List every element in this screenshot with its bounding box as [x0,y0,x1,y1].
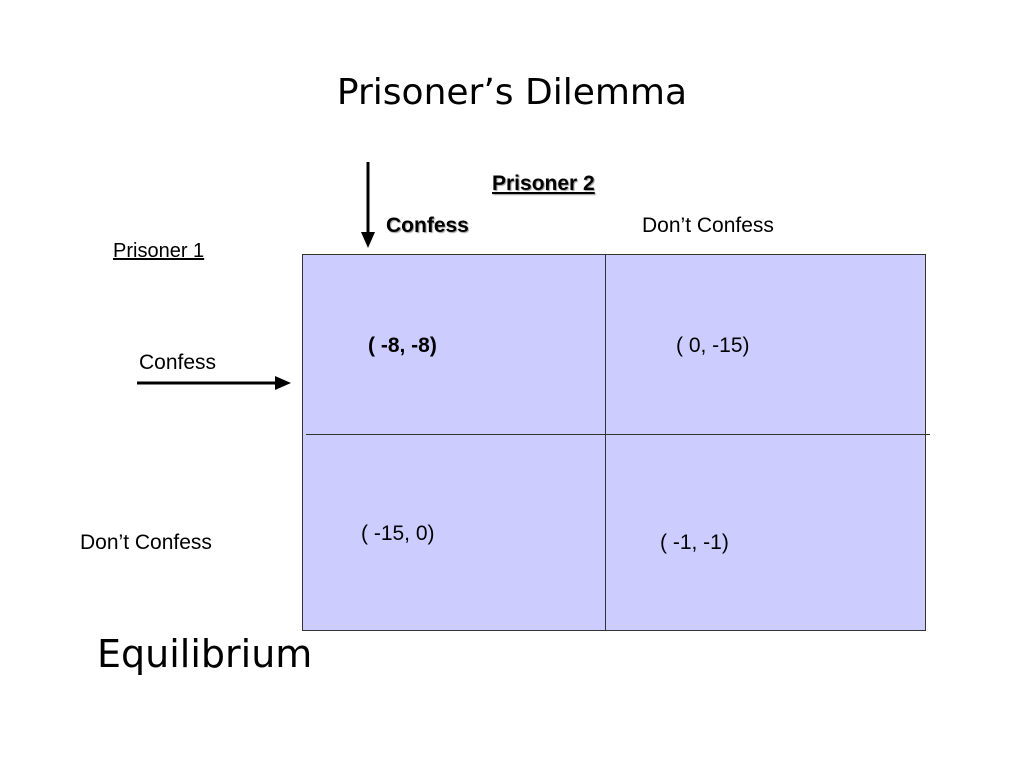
row-label-dont-confess: Don’t Confess [80,531,212,554]
payoff-cell-dont-confess-dont-confess: ( -1, -1) [660,531,729,554]
row-arrow-right-icon [137,376,291,390]
column-player-label: Prisoner 2 [492,172,595,195]
column-label-confess: Confess [386,214,469,237]
payoff-cell-confess-confess: ( -8, -8) [368,334,437,357]
matrix-horizontal-divider [306,434,930,435]
row-player-label: Prisoner 1 [113,240,205,262]
slide-title: Prisoner’s Dilemma [336,72,688,113]
column-label-dont-confess: Don’t Confess [642,214,774,237]
payoff-matrix [302,254,926,631]
column-arrow-down-icon [361,162,375,248]
row-label-confess: Confess [139,351,217,374]
payoff-cell-confess-dont-confess: ( 0, -15) [676,334,750,357]
equilibrium-label: Equilibrium [97,632,313,676]
payoff-cell-dont-confess-confess: ( -15, 0) [361,522,435,545]
matrix-vertical-divider [605,255,606,630]
